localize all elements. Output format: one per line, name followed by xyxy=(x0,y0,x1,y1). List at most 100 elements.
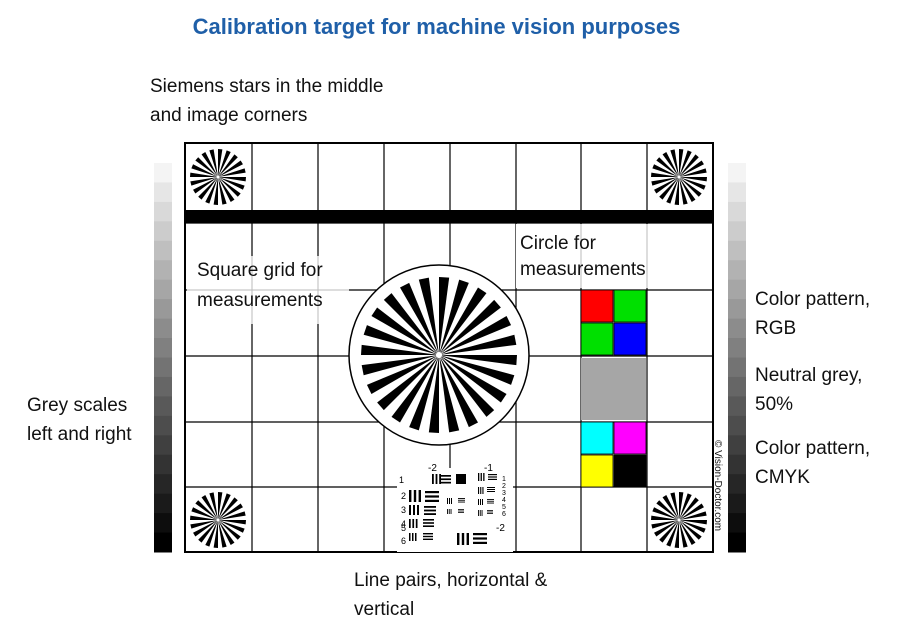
star-spoke xyxy=(219,177,245,190)
line-pair-bar xyxy=(478,499,479,505)
rgb-patch xyxy=(613,322,647,356)
page-title: Calibration target for machine vision pu… xyxy=(192,14,681,39)
star-spoke xyxy=(440,357,495,417)
annotation-line: Square grid for xyxy=(197,260,323,281)
star-spoke xyxy=(218,154,238,176)
annotation-line: Neutral grey, xyxy=(755,365,863,386)
star-spoke xyxy=(219,160,243,177)
line-pair-bar xyxy=(488,478,497,480)
grey-step xyxy=(154,260,172,281)
element-label: 4 xyxy=(502,497,506,504)
grey-step xyxy=(728,163,746,183)
line-pair-bar xyxy=(441,481,451,484)
line-pair-bar xyxy=(417,505,419,515)
line-pair-bar xyxy=(449,498,450,504)
line-pair-bar xyxy=(482,499,483,505)
grey-step xyxy=(728,279,746,300)
star-spoke xyxy=(656,157,678,177)
star-spoke xyxy=(651,177,678,186)
grey-step xyxy=(728,513,746,534)
line-pair-bar xyxy=(473,533,487,536)
square-grid-annotation: Square grid for measurements xyxy=(197,256,323,316)
line-pair-bar xyxy=(481,510,483,516)
line-pair-bar xyxy=(473,541,487,544)
star-spoke xyxy=(198,178,218,200)
grey-step xyxy=(728,357,746,378)
circle-label-backdrop xyxy=(516,224,679,288)
line-pair-bar xyxy=(425,491,439,494)
siemens-star-top-left xyxy=(190,149,246,205)
star-spoke xyxy=(679,178,688,205)
star-spoke xyxy=(218,497,238,519)
siemens-star-bottom-left xyxy=(190,492,246,548)
grey-step xyxy=(154,318,172,339)
star-spoke xyxy=(219,177,241,197)
star-spoke xyxy=(679,150,692,176)
grey-step xyxy=(154,182,172,203)
line-pair-bar xyxy=(487,513,493,514)
line-pair-bar xyxy=(435,474,438,484)
star-spoke xyxy=(670,149,679,176)
line-pair-bar xyxy=(480,499,481,505)
rgb-patch xyxy=(580,289,614,323)
cmyk-patch xyxy=(613,421,647,455)
grey-step xyxy=(728,260,746,281)
element-label: 2 xyxy=(502,483,506,490)
line-pair-bar xyxy=(482,487,484,494)
grey-step xyxy=(154,435,172,456)
cmyk-annotation: Color pattern, CMYK xyxy=(755,434,870,492)
copyright-credit: © Vision-Doctor.com xyxy=(710,440,724,552)
line-pair-bar xyxy=(488,474,497,476)
star-spoke xyxy=(195,500,217,520)
star-spoke xyxy=(441,355,515,385)
line-pair-bar xyxy=(466,533,469,545)
reference-square xyxy=(456,474,466,484)
grey-step xyxy=(728,221,746,242)
line-pair-bar xyxy=(409,490,412,502)
line-pair-bar xyxy=(423,519,434,521)
star-spoke xyxy=(219,168,246,177)
line-pair-bar xyxy=(439,474,441,484)
star-spoke xyxy=(670,492,679,519)
annotation-line: Color pattern, xyxy=(755,438,871,459)
star-spoke xyxy=(219,520,241,540)
star-spoke xyxy=(193,520,217,537)
target-board: -2 -1 1 -2 2 3 4 5 6 1 2 3 4 5 6 xyxy=(184,142,714,553)
star-spoke xyxy=(666,521,679,547)
star-spoke xyxy=(439,277,450,353)
circle-annotation: Circle for measurements xyxy=(520,231,646,283)
star-spoke xyxy=(656,500,678,520)
star-spoke xyxy=(679,492,684,519)
line-pair-bar xyxy=(409,519,411,528)
star-spoke xyxy=(652,507,678,520)
annotation-line: measurements xyxy=(197,290,323,311)
grey-step xyxy=(154,454,172,475)
star-spoke xyxy=(674,521,679,548)
grey-step xyxy=(154,221,172,242)
line-pair-bar xyxy=(447,509,448,514)
line-pair-bar xyxy=(409,505,411,515)
grey-scale-right xyxy=(728,163,746,553)
grey-step xyxy=(154,163,172,183)
grey-step xyxy=(154,396,172,417)
annotation-line: Line pairs, horizontal & xyxy=(354,570,548,591)
star-spoke xyxy=(218,492,223,519)
grey-step xyxy=(154,474,172,495)
star-spoke xyxy=(400,282,438,353)
star-spoke xyxy=(679,154,699,176)
line-pair-bar xyxy=(457,533,460,545)
line-pair-bar xyxy=(423,533,433,535)
element-label: 6 xyxy=(502,511,506,518)
element-label: 5 xyxy=(502,504,506,511)
grey-step xyxy=(728,396,746,417)
star-spoke xyxy=(190,520,217,529)
grey-step xyxy=(728,474,746,495)
star-spoke xyxy=(679,521,696,545)
star-spoke xyxy=(219,503,243,520)
line-pair-bar xyxy=(425,499,439,502)
line-pair-bar xyxy=(425,495,439,498)
rgb-color-pattern xyxy=(580,289,647,356)
star-spoke xyxy=(218,150,231,176)
siemens-star-bottom-right xyxy=(651,492,707,548)
cmyk-patch xyxy=(613,454,647,488)
